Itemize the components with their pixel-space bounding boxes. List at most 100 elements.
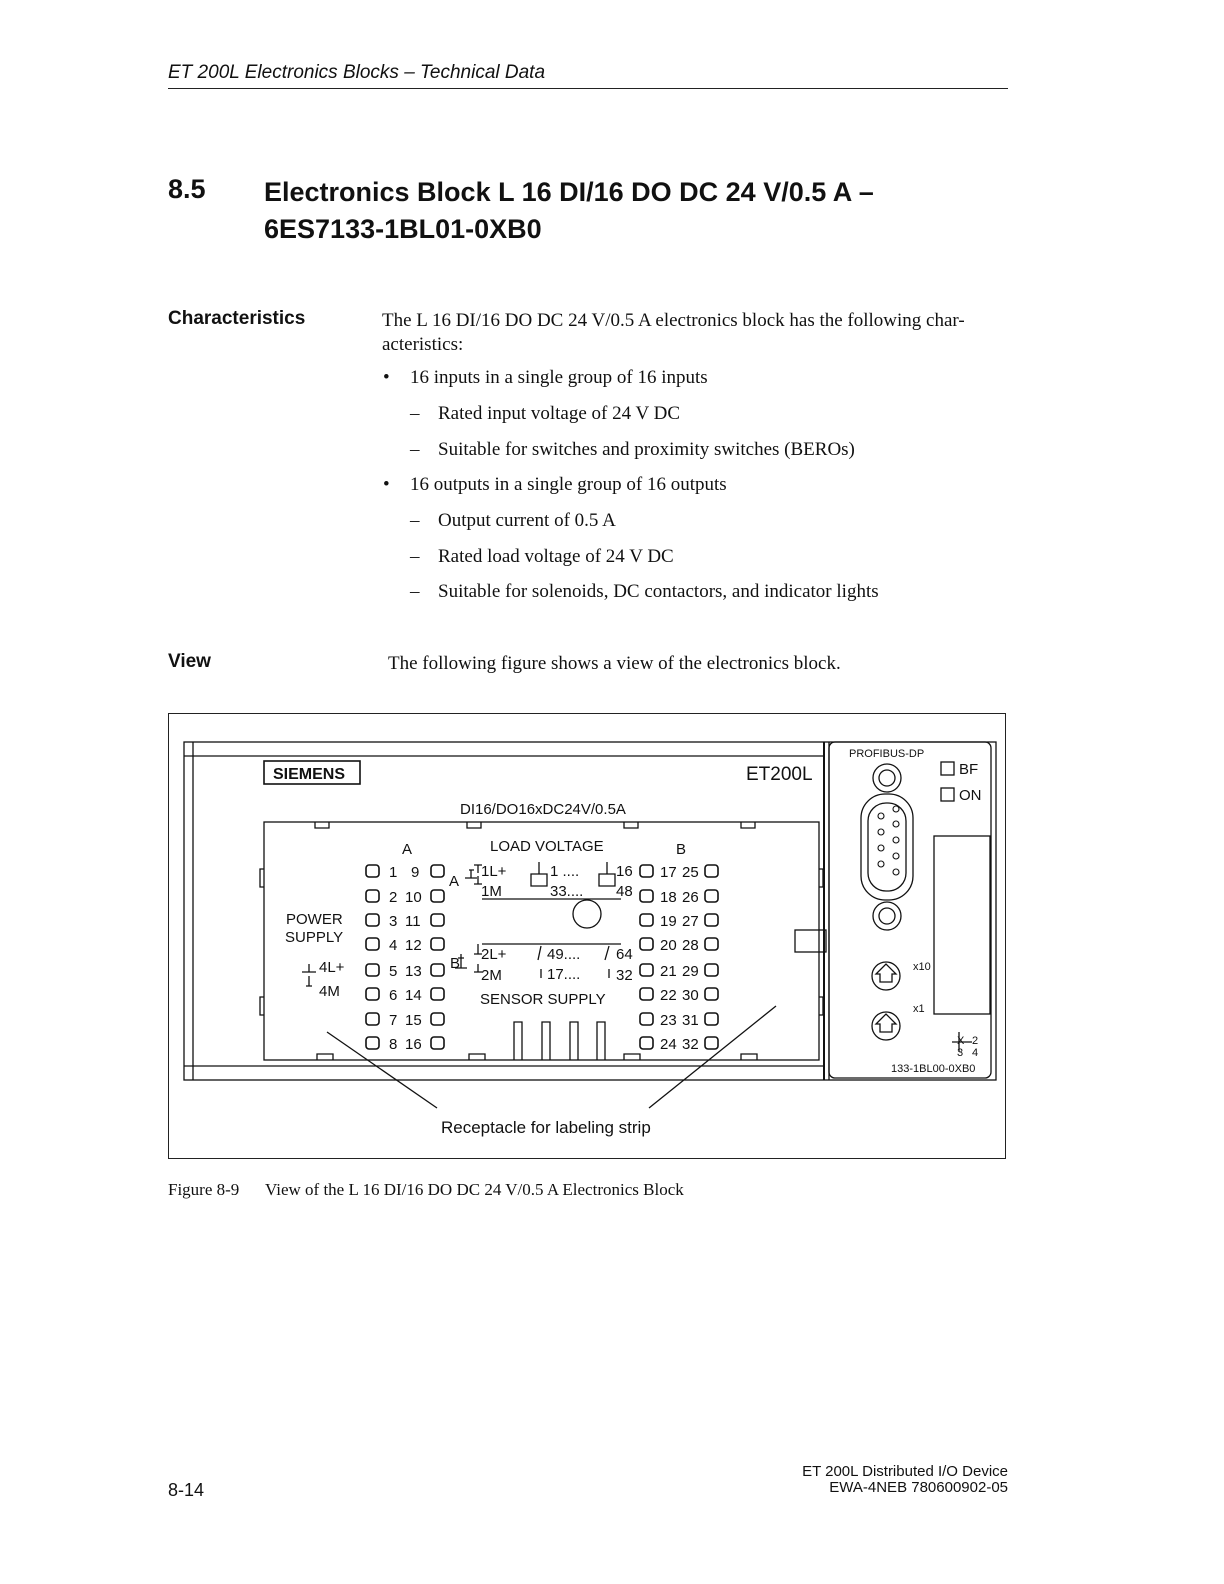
channel-number: 17 [660,864,677,881]
supply-1l-label: 1L+ [481,863,507,880]
x1-label: x1 [913,1003,925,1015]
x3-label: 3 [957,1047,963,1059]
electronics-block-drawing: SIEMENS ET200L DI16/DO16xDC24V/0.5A A LO… [183,741,997,1137]
characteristics-intro-line2: acteristics: [382,334,464,355]
group-b-label: B [676,841,686,858]
supply-2l-label: 2L+ [481,946,507,963]
x-label: X [957,1035,965,1047]
channel-number: 20 [660,937,677,954]
channel-number: 30 [682,987,699,1004]
channel-number: 32 [682,1036,699,1053]
list-item-text: Suitable for switches and proximity swit… [438,439,855,460]
channel-number: 16 [405,1036,422,1053]
channel-number: 21 [660,963,677,980]
channel-number: 28 [682,937,699,954]
block-type-label: DI16/DO16xDC24V/0.5A [460,801,626,818]
section-title-line2: 6ES7133-1BL01-0XB0 [264,214,542,244]
channel-number: 13 [405,963,422,980]
channel-number: 7 [389,1012,397,1029]
dash-mark: – [410,581,420,602]
dash-mark: – [410,546,420,567]
supply-1m-label: 1M [481,883,502,900]
dash-mark: – [410,510,420,531]
channel-number: 14 [405,987,422,1004]
channel-number: 4 [389,937,397,954]
led-on [940,787,955,802]
address-switch-x1 [871,1011,901,1041]
range-32-label: 32 [616,967,633,984]
x4-label: 4 [972,1047,978,1059]
profibus-label: PROFIBUS-DP [849,748,924,760]
power-supply-label-1: POWER [286,911,343,928]
characteristics-intro: The L 16 DI/16 DO DC 24 V/0.5 A electron… [382,309,1008,357]
channel-number: 3 [389,913,397,930]
dp-pins [877,805,900,876]
range-16-label: 16 [616,863,633,880]
list-item-text: Rated input voltage of 24 V DC [438,403,681,424]
supply-4m-label: 4M [319,983,340,1000]
figure-caption-text: View of the L 16 DI/16 DO DC 24 V/0.5 A … [265,1180,684,1199]
callout-label: Receptacle for labeling strip [441,1118,651,1137]
supply-4l-label: 4L+ [319,959,345,976]
range-48-label: 48 [616,883,633,900]
channel-number: 8 [389,1036,397,1053]
sensor-supply-label: SENSOR SUPPLY [480,991,606,1008]
model-label: ET200L [746,764,813,785]
view-text: The following figure shows a view of the… [388,653,841,674]
dash-mark: – [410,439,420,460]
range-33-label: 33.... [550,883,583,900]
housing-outline [183,741,997,1081]
channel-number: 25 [682,864,699,881]
range-64-label: 64 [616,946,633,963]
brand-label: SIEMENS [273,766,345,783]
view-label: View [168,651,211,672]
supply-2m-label: 2M [481,967,502,984]
channel-number: 11 [405,913,421,930]
bullet-mark: • [383,367,390,388]
led-bf [940,761,955,776]
channel-number: 22 [660,987,677,1004]
footer-doc-number: EWA-4NEB 780600902-05 [829,1479,1008,1496]
siemens-logo-box [263,760,361,785]
channel-number: 18 [660,889,677,906]
channel-number: 27 [682,913,699,930]
channel-number: 6 [389,987,397,1004]
channel-number: 9 [411,864,419,881]
list-item-text: Output current of 0.5 A [438,510,616,531]
side-a-label: A [449,873,459,890]
page-number: 8-14 [168,1480,205,1500]
footer-doc-info: ET 200L Distributed I/O Device EWA-4NEB … [802,1464,1008,1496]
channel-number: 15 [405,1012,422,1029]
list-item-text: Rated load voltage of 24 V DC [438,546,674,567]
channel-numbers-right: 17 25 18 26 19 27 20 28 21 29 22 30 23 31 24 32 [660,864,699,1053]
side-b-label: B [450,955,460,972]
characteristics-label: Characteristics [168,308,306,329]
address-switch-x10 [871,961,901,991]
group-a-label: A [402,841,412,858]
channel-number: 12 [405,937,422,954]
range-1-label: 1 .... [550,863,579,880]
channel-number: 31 [682,1012,699,1029]
range-17-label: 17.... [547,966,580,983]
channel-leds [365,864,719,1050]
running-head: ET 200L Electronics Blocks – Technical D… [168,62,1008,89]
channel-number: 24 [660,1036,677,1053]
figure-frame: SIEMENS ET200L DI16/DO16xDC24V/0.5A A LO… [168,713,1006,1159]
x2-label: 2 [972,1035,978,1047]
load-voltage-label: LOAD VOLTAGE [490,838,604,855]
section-title: Electronics Block L 16 DI/16 DO DC 24 V/… [264,174,964,248]
dash-mark: – [410,403,420,424]
channel-number: 2 [389,889,397,906]
channel-number: 29 [682,963,699,980]
channel-number: 26 [682,889,699,906]
channel-number: 19 [660,913,677,930]
channel-number: 23 [660,1012,677,1029]
list-item-text: 16 outputs in a single group of 16 outpu… [410,474,727,495]
section-title-line1: Electronics Block L 16 DI/16 DO DC 24 V/… [264,177,874,207]
section-number: 8.5 [168,174,206,204]
range-49-label: 49.... [547,946,580,963]
order-number-label: 133-1BL00-0XB0 [891,1063,975,1075]
led-on-label: ON [959,787,982,804]
list-item-text: 16 inputs in a single group of 16 inputs [410,367,708,388]
